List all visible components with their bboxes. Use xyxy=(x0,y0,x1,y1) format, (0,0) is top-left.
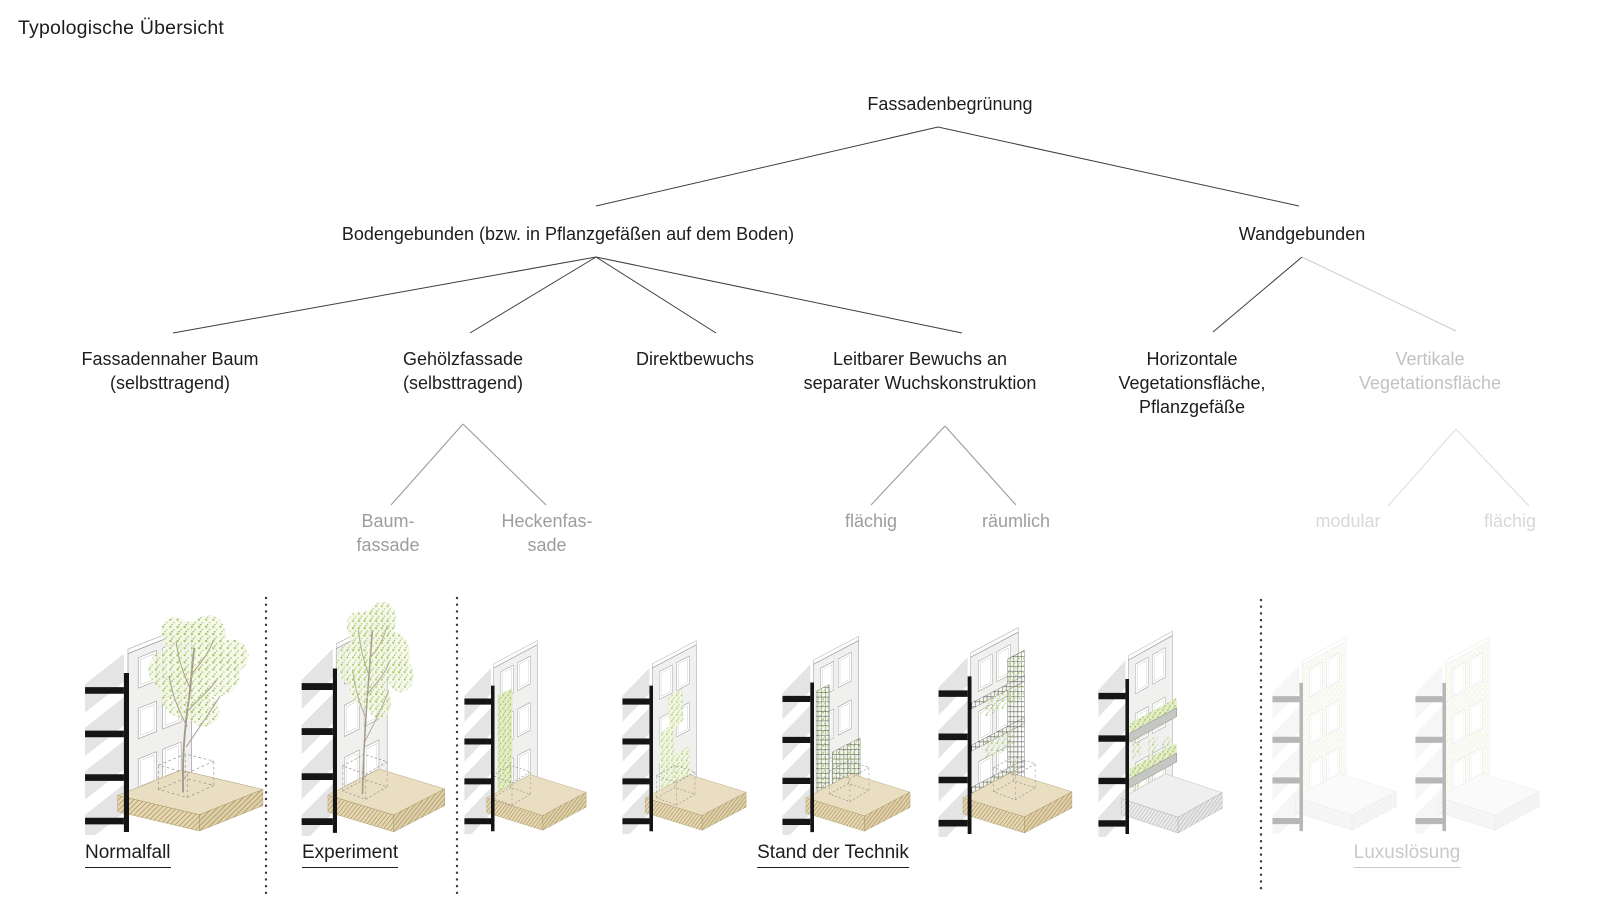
node-vertikale-vegetationsflaeche: Vertikale Vegetationsfläche xyxy=(1358,349,1502,393)
branch-boden-gehoelz xyxy=(469,256,597,334)
illustration-direktbewuchs xyxy=(621,616,749,834)
building-drawing-heckenfassade xyxy=(464,640,587,834)
node-horizontale-vegetationsflaeche: Horizontale Vegetationsfläche, Pflanzgef… xyxy=(1118,349,1266,417)
section-structure xyxy=(301,668,337,833)
footer-experiment: Experiment xyxy=(302,842,399,868)
branch-root-wandgebunden xyxy=(937,126,1300,207)
tree xyxy=(336,601,414,795)
node-baumfassade: Baum- fassade xyxy=(356,511,420,555)
node-leitbarer-bewuchs: Leitbarer Bewuchs an separater Wuchskons… xyxy=(803,349,1037,393)
node-raeumlich: räumlich xyxy=(981,511,1051,531)
branches-light xyxy=(1301,256,1457,332)
ground-slab xyxy=(116,769,264,832)
illustration-leitbarer-bewuchs-flaechig xyxy=(781,611,913,835)
building-drawing-leitbarer-bewuchs-flaechig xyxy=(782,635,911,835)
node-fassadenbegruenung: Fassadenbegrünung xyxy=(867,94,1033,114)
branch-boden-baum xyxy=(172,256,597,334)
branches-faint xyxy=(1387,428,1530,507)
section-structure xyxy=(1415,682,1446,832)
node-heckenfassade: Heckenfas- sade xyxy=(501,511,593,555)
ground-slab xyxy=(327,768,446,833)
dashed-planter xyxy=(828,760,870,802)
ground-slab xyxy=(1120,773,1223,834)
ground-slab xyxy=(486,774,587,831)
tree xyxy=(148,615,249,793)
section-structure xyxy=(1272,682,1303,832)
branches-gray xyxy=(390,423,1017,506)
branch-root-bodengebunden xyxy=(595,126,939,207)
node-fassadennaher-baum: Fassadennaher Baum (selbsttragend) xyxy=(81,349,259,393)
footer-stand-der-technik: Stand der Technik xyxy=(757,842,909,868)
illustration-fassadennaher-baum-experiment xyxy=(300,590,448,836)
dashed-planter xyxy=(992,756,1036,801)
ground-slab xyxy=(805,773,911,832)
building-drawing-vertikale-vegetationsflaeche-modular xyxy=(1272,636,1397,834)
section-structure xyxy=(938,676,972,834)
ground-slab xyxy=(1294,773,1397,831)
node-flaechig-wand: flächig xyxy=(1483,511,1537,531)
building-drawing-leitbarer-bewuchs-raeumlich xyxy=(938,627,1073,837)
illustration-vertikale-vegetationsflaeche-modular xyxy=(1271,612,1399,834)
illustration-leitbarer-bewuchs-raeumlich xyxy=(937,601,1075,837)
ground-slab xyxy=(1437,773,1540,831)
section-structure xyxy=(85,672,129,832)
dashed-planter xyxy=(157,753,215,798)
section-structure xyxy=(782,682,814,833)
dashed-planter xyxy=(341,753,389,800)
building-drawing-direktbewuchs xyxy=(622,640,747,834)
branch-vertikal-modular xyxy=(1387,428,1457,507)
node-modular: modular xyxy=(1315,511,1381,531)
node-direktbewuchs: Direktbewuchs xyxy=(635,349,755,369)
branch-leitbar-raeumlich xyxy=(944,425,1017,506)
footer-luxusloesung: Luxuslösung xyxy=(1353,842,1461,868)
branch-vertikal-flaechig xyxy=(1455,428,1530,507)
dashed-planter xyxy=(655,765,696,806)
node-bodengebunden: Bodengebunden (bzw. in Pflanzgefäßen auf… xyxy=(341,224,795,244)
node-flaechig: flächig xyxy=(844,511,898,531)
illustration-fassadennaher-baum-normalfall xyxy=(83,597,267,835)
footer-normalfall: Normalfall xyxy=(85,842,171,868)
section-structure xyxy=(1098,679,1129,835)
branch-wand-vertikal xyxy=(1301,256,1457,332)
ground-slab xyxy=(962,772,1073,834)
branch-boden-direkt xyxy=(595,256,717,334)
branch-gehoelz-baumfassade xyxy=(390,423,464,506)
illustration-vertikale-vegetationsflaeche-flaechig xyxy=(1414,612,1542,834)
section-structure xyxy=(622,685,653,832)
section-structure xyxy=(464,685,495,832)
illustration-horizontale-vegetationsflaeche xyxy=(1097,605,1225,837)
node-wandgebunden: Wandgebunden xyxy=(1238,224,1366,244)
node-gehoelzfassade: Gehölzfassade (selbsttragend) xyxy=(402,349,524,393)
diagram-title: Typologische Übersicht xyxy=(18,17,224,39)
branch-gehoelz-heckenfassade xyxy=(462,423,547,506)
building-drawing-vertikale-vegetationsflaeche-flaechig xyxy=(1415,636,1540,834)
branch-boden-leitbar xyxy=(595,256,963,334)
branch-leitbar-flaechig xyxy=(870,425,946,506)
building-drawing-fassadennaher-baum-normalfall xyxy=(85,615,264,835)
branch-wand-horizontal xyxy=(1212,256,1303,333)
illustration-heckenfassade xyxy=(463,616,589,834)
ground-slab xyxy=(644,774,747,831)
building-drawing-horizontale-vegetationsflaeche xyxy=(1098,630,1223,837)
building-drawing-fassadennaher-baum-experiment xyxy=(301,601,446,836)
